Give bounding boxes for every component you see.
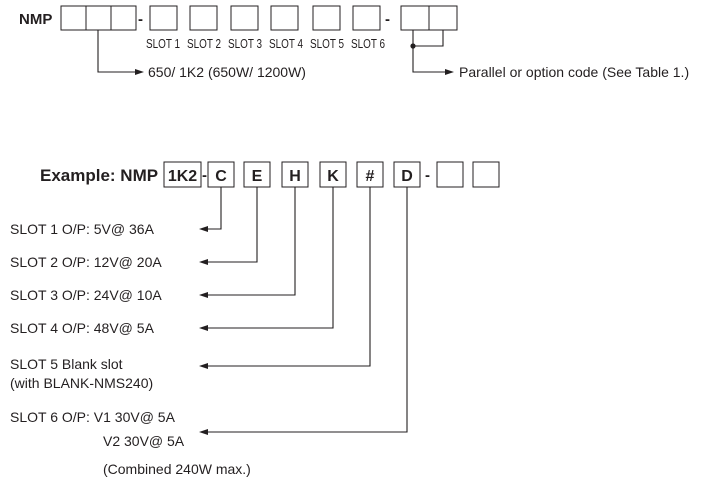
option-code-arrowhead: [445, 69, 454, 75]
slot-label: SLOT 2: [187, 36, 221, 51]
slot1-connector: [207, 187, 222, 230]
slot1-arrowhead: [199, 226, 208, 232]
slot2-connector: [207, 187, 258, 263]
example-slot3-code: H: [289, 168, 301, 185]
example-label: Example: NMP: [40, 166, 158, 185]
example-slot2-code: E: [252, 168, 263, 185]
slot-label: SLOT 3: [228, 36, 262, 51]
power-code-box-2: [85, 5, 112, 31]
slot6-description: SLOT 6 O/P: V1 30V@ 5A: [10, 409, 176, 425]
slot-label: SLOT 6: [351, 36, 385, 51]
option-box-1: [400, 5, 430, 31]
example-slot4-code: K: [327, 168, 339, 185]
slot2-arrowhead: [199, 259, 208, 265]
example-option-box-1: [436, 161, 464, 188]
slot4-arrowhead: [199, 325, 208, 331]
option-code-bracket: [413, 30, 444, 47]
example-slot3-box: [281, 161, 309, 188]
power-code-connector: [97, 30, 136, 73]
slot2-box: [189, 5, 218, 31]
slot6-box: [352, 5, 381, 31]
slot5-box: [312, 5, 341, 31]
dash-separator: -: [425, 167, 430, 184]
slot4-box: [270, 5, 299, 31]
example-slot6-code: D: [401, 168, 413, 185]
slot3-description: SLOT 3 O/P: 24V@ 10A: [10, 287, 162, 303]
slot6-connector: [207, 187, 408, 433]
dash-separator: -: [385, 11, 390, 28]
slot5-arrowhead: [199, 363, 208, 369]
option-code-connector: [412, 30, 446, 73]
slot1-box: [149, 5, 178, 31]
junction-dot: [410, 43, 416, 49]
slot-label: SLOT 4: [269, 36, 303, 51]
slot3-box: [230, 5, 259, 31]
example-slot5-box: [356, 161, 384, 188]
slot1-description: SLOT 1 O/P: 5V@ 36A: [10, 221, 155, 237]
slot3-arrowhead: [199, 292, 208, 298]
power-code-note: 650/ 1K2 (650W/ 1200W): [148, 64, 306, 80]
slot5-description: SLOT 5 Blank slot: [10, 356, 123, 372]
example-slot5-code: #: [366, 168, 375, 185]
slot6-description-v2: V2 30V@ 5A: [103, 433, 185, 449]
example-slot1-code: C: [215, 168, 227, 185]
slot5-connector: [207, 187, 371, 367]
slot5-description-note: (with BLANK-NMS240): [10, 375, 153, 391]
slot6-arrowhead: [199, 429, 208, 435]
slot-label: SLOT 1: [146, 36, 180, 51]
slot4-description: SLOT 4 O/P: 48V@ 5A: [10, 320, 155, 336]
power-code-box-1: [60, 5, 87, 31]
dash-separator: -: [138, 11, 143, 28]
model-prefix: NMP: [19, 11, 52, 28]
example-option-box-2: [472, 161, 500, 188]
slot4-connector: [207, 187, 334, 329]
example-power-code-box: [163, 161, 202, 188]
slot2-description: SLOT 2 O/P: 12V@ 20A: [10, 254, 162, 270]
option-box-2: [428, 5, 458, 31]
example-power-code: 1K2: [168, 168, 197, 185]
slot-labels: SLOT 1 SLOT 2 SLOT 3 SLOT 4 SLOT 5 SLOT …: [146, 36, 385, 51]
power-code-box-3: [110, 5, 137, 31]
dash-separator: -: [202, 167, 207, 184]
slot-label: SLOT 5: [310, 36, 344, 51]
option-code-note: Parallel or option code (See Table 1.): [459, 64, 689, 80]
slot3-connector: [207, 187, 296, 296]
slot6-description-note: (Combined 240W max.): [103, 461, 251, 477]
power-code-arrowhead: [135, 69, 144, 75]
